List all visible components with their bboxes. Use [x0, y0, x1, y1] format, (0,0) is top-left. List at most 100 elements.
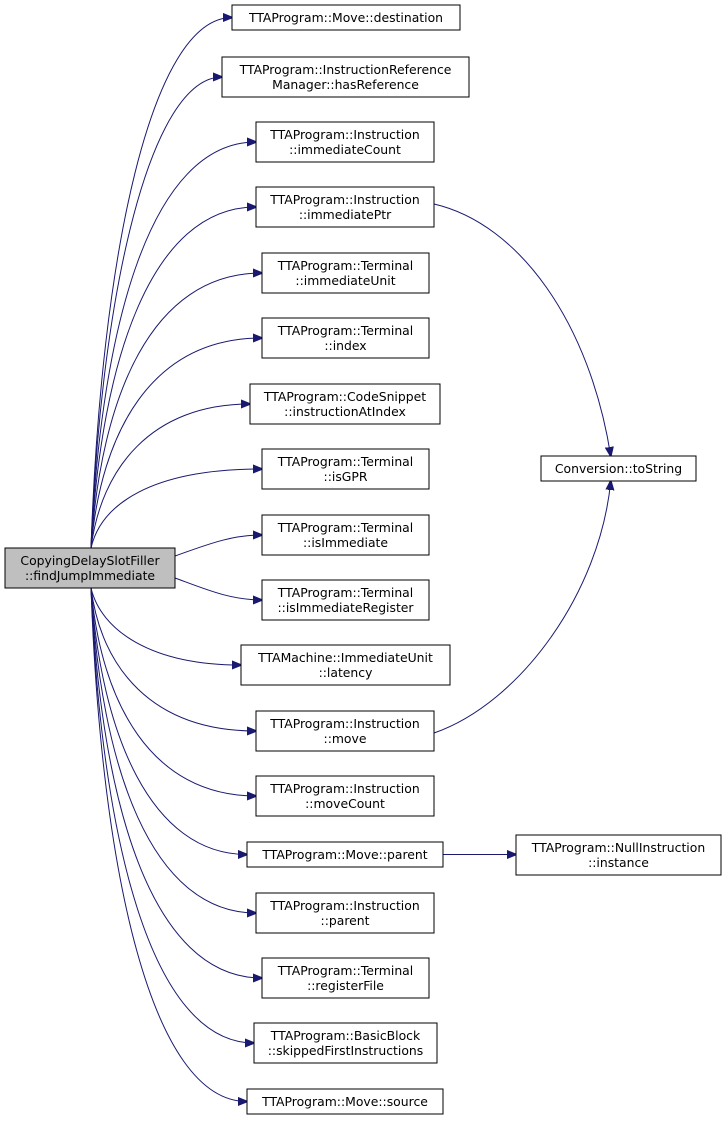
- node-box: [221, 56, 470, 98]
- node-box: [255, 186, 435, 228]
- node-immcount[interactable]: TTAProgram::Instruction::immediateCount: [255, 121, 435, 163]
- edge-root-to-n_isgpr: [90, 469, 262, 549]
- edges-layer: [90, 18, 611, 1102]
- node-label-line: ::index: [324, 338, 366, 353]
- node-box: [255, 775, 435, 817]
- node-box: [540, 455, 697, 482]
- node-nullinst[interactable]: TTAProgram::NullInstruction::instance: [515, 834, 722, 876]
- edge-root-to-n_iparent: [90, 587, 256, 913]
- node-source[interactable]: TTAProgram::Move::source: [246, 1088, 444, 1115]
- node-label-line: ::findJumpImmediate: [25, 568, 155, 583]
- node-label-line: ::move: [324, 731, 367, 746]
- node-label-line: TTAProgram::NullInstruction: [531, 840, 705, 855]
- node-box: [261, 252, 430, 294]
- edge-root-to-n_dest: [90, 18, 232, 549]
- node-box: [261, 514, 430, 556]
- node-label-line: TTAProgram::Terminal: [277, 258, 413, 273]
- node-immunit[interactable]: TTAProgram::Terminal::immediateUnit: [261, 252, 430, 294]
- root-node[interactable]: CopyingDelaySlotFiller::findJumpImmediat…: [4, 547, 176, 589]
- node-label-line: ::immediatePtr: [299, 207, 392, 222]
- node-hasref[interactable]: TTAProgram::InstructionReferenceManager:…: [221, 56, 470, 98]
- node-box: [515, 834, 722, 876]
- edge-root-to-n_isimmreg: [174, 577, 262, 600]
- edge-root-to-n_hasref: [90, 77, 222, 549]
- edge-root-to-n_mparent: [90, 587, 247, 855]
- edge-n_move-to-n_tostring: [433, 481, 611, 734]
- node-skipped[interactable]: TTAProgram::BasicBlock::skippedFirstInst…: [253, 1022, 438, 1064]
- edge-root-to-n_index: [90, 338, 262, 549]
- node-label-line: ::isImmediate: [303, 535, 388, 550]
- edge-root-to-n_move: [90, 587, 256, 731]
- node-label-line: TTAProgram::Instruction: [269, 127, 419, 142]
- node-label-line: ::skippedFirstInstructions: [268, 1043, 424, 1058]
- node-box: [253, 1022, 438, 1064]
- node-box: [231, 4, 461, 31]
- node-regfile[interactable]: TTAProgram::Terminal::registerFile: [261, 957, 430, 999]
- node-label-line: TTAProgram::Move::destination: [248, 10, 443, 25]
- edge-root-to-n_isimm: [174, 535, 262, 557]
- node-label-line: ::instructionAtIndex: [284, 404, 406, 419]
- node-box: [255, 892, 435, 934]
- node-label-line: TTAProgram::Instruction: [269, 716, 419, 731]
- node-label-line: ::instance: [588, 855, 649, 870]
- node-box: [261, 957, 430, 999]
- node-label-line: TTAProgram::Instruction: [269, 781, 419, 796]
- node-label-line: ::parent: [321, 913, 370, 928]
- edge-root-to-n_source: [90, 587, 247, 1102]
- node-box: [255, 710, 435, 752]
- edge-root-to-n_latency: [90, 587, 241, 665]
- nodes-layer: CopyingDelaySlotFiller::findJumpImmediat…: [4, 4, 722, 1115]
- node-isimm[interactable]: TTAProgram::Terminal::isImmediate: [261, 514, 430, 556]
- node-box: [261, 579, 430, 621]
- node-tostring[interactable]: Conversion::toString: [540, 455, 697, 482]
- node-label-line: TTAProgram::Terminal: [277, 585, 413, 600]
- node-label-line: ::immediateUnit: [295, 273, 395, 288]
- node-dest[interactable]: TTAProgram::Move::destination: [231, 4, 461, 31]
- node-label-line: ::isGPR: [324, 469, 368, 484]
- node-label-line: TTAProgram::InstructionReference: [239, 62, 452, 77]
- edge-n_immptr-to-n_tostring: [433, 203, 611, 456]
- node-latency[interactable]: TTAMachine::ImmediateUnit::latency: [240, 644, 451, 686]
- node-iparent[interactable]: TTAProgram::Instruction::parent: [255, 892, 435, 934]
- node-label-line: ::isImmediateRegister: [277, 600, 414, 615]
- node-box: [4, 547, 176, 589]
- node-box: [249, 383, 441, 425]
- node-instatidx[interactable]: TTAProgram::CodeSnippet::instructionAtIn…: [249, 383, 441, 425]
- node-box: [240, 644, 451, 686]
- node-move[interactable]: TTAProgram::Instruction::move: [255, 710, 435, 752]
- node-label-line: TTAProgram::Terminal: [277, 963, 413, 978]
- node-label-line: TTAProgram::Instruction: [269, 192, 419, 207]
- edge-root-to-n_movecount: [90, 587, 256, 796]
- edge-root-to-n_skipped: [90, 587, 254, 1043]
- node-index[interactable]: TTAProgram::Terminal::index: [261, 317, 430, 359]
- node-movecount[interactable]: TTAProgram::Instruction::moveCount: [255, 775, 435, 817]
- node-label-line: CopyingDelaySlotFiller: [20, 553, 160, 568]
- node-label-line: TTAProgram::Move::source: [261, 1094, 428, 1109]
- node-isimmreg[interactable]: TTAProgram::Terminal::isImmediateRegiste…: [261, 579, 430, 621]
- node-label-line: TTAProgram::Terminal: [277, 520, 413, 535]
- node-label-line: Conversion::toString: [555, 461, 682, 476]
- node-label-line: TTAProgram::Terminal: [277, 454, 413, 469]
- node-label-line: ::immediateCount: [289, 142, 401, 157]
- edge-root-to-n_immptr: [90, 207, 256, 549]
- edge-root-to-n_immcount: [90, 142, 256, 549]
- node-isgpr[interactable]: TTAProgram::Terminal::isGPR: [261, 448, 430, 490]
- node-label-line: Manager::hasReference: [272, 77, 419, 92]
- node-label-line: ::latency: [319, 665, 373, 680]
- node-mparent[interactable]: TTAProgram::Move::parent: [246, 841, 444, 868]
- edge-root-to-n_instatidx: [90, 404, 250, 549]
- node-label-line: TTAProgram::Instruction: [269, 898, 419, 913]
- node-box: [246, 1088, 444, 1115]
- node-label-line: TTAMachine::ImmediateUnit: [257, 650, 433, 665]
- node-label-line: TTAProgram::Move::parent: [261, 847, 427, 862]
- node-label-line: TTAProgram::BasicBlock: [270, 1028, 421, 1043]
- node-box: [255, 121, 435, 163]
- edge-root-to-n_regfile: [90, 587, 262, 978]
- node-box: [261, 448, 430, 490]
- node-immptr[interactable]: TTAProgram::Instruction::immediatePtr: [255, 186, 435, 228]
- node-box: [261, 317, 430, 359]
- node-label-line: TTAProgram::CodeSnippet: [263, 389, 426, 404]
- node-box: [246, 841, 444, 868]
